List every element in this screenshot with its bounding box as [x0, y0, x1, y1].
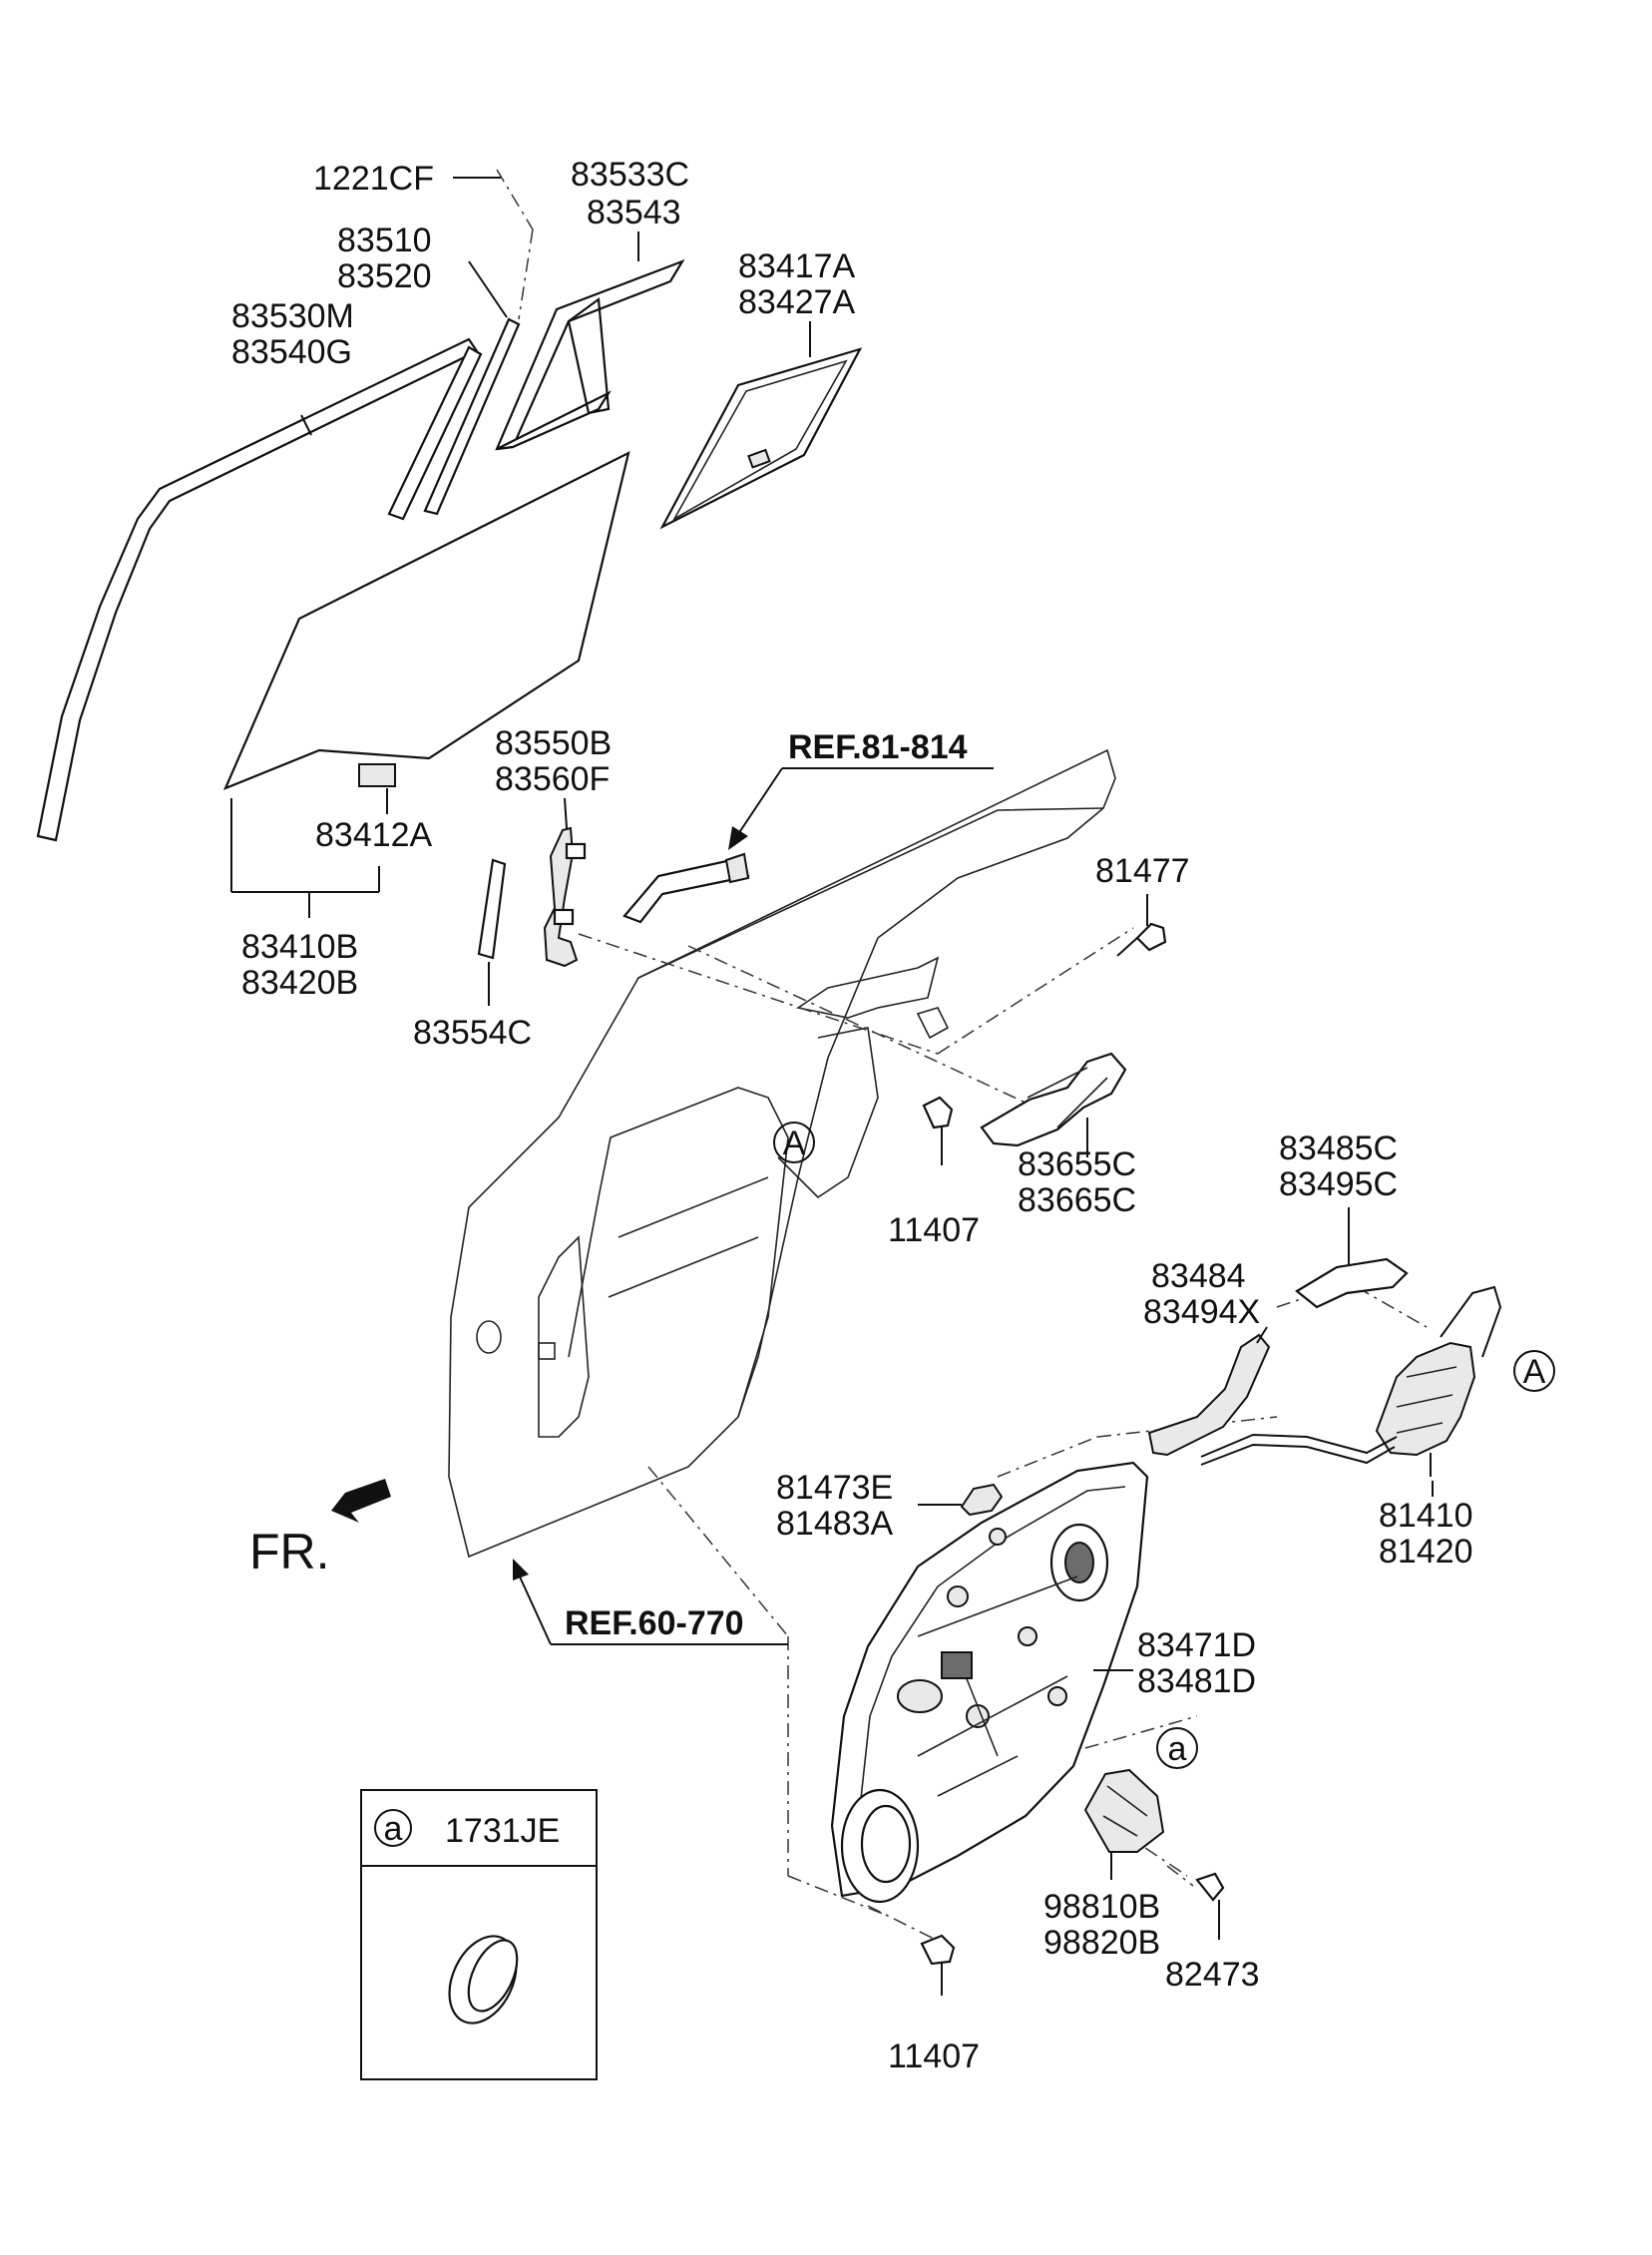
label-83530M: 83530M — [231, 297, 354, 335]
label-83543: 83543 — [587, 194, 681, 231]
channel-83554C — [477, 858, 507, 960]
label-83417A: 83417A — [738, 247, 856, 285]
ref-60-770-label: REF.60-770 — [565, 1604, 744, 1642]
inside-handle-83655C — [980, 1052, 1127, 1147]
label-11407-lower: 11407 — [888, 2037, 980, 2075]
door-shell — [448, 748, 1116, 1559]
label-83665C: 83665C — [1018, 1181, 1136, 1219]
bolt-82473 — [1195, 1872, 1225, 1902]
bolt-11407-upper — [922, 1096, 954, 1165]
callout-A-text-2: A — [1523, 1353, 1546, 1391]
label-98810B: 98810B — [1043, 1888, 1160, 1926]
label-81483A: 81483A — [776, 1505, 894, 1543]
frame-83533C — [495, 258, 685, 451]
ref-81-814-arrow — [728, 767, 994, 850]
callout-a-module: a — [1156, 1727, 1198, 1769]
outside-handle — [622, 852, 750, 924]
callout-A-door: A — [773, 1122, 815, 1163]
bolt-11407-lower — [920, 1934, 956, 1996]
bolt-81477 — [1116, 922, 1167, 957]
label-81410: 81410 — [1379, 1497, 1473, 1535]
label-82473: 82473 — [1165, 1956, 1260, 1994]
label-83540G: 83540G — [231, 333, 352, 371]
front-direction: FR. — [249, 1479, 391, 1579]
legend-key: a — [384, 1810, 403, 1848]
bracket-83484 — [1147, 1333, 1271, 1457]
ref-60-770-arrow — [513, 1559, 788, 1645]
part-labels: 1221CF 83533C 83543 83510 83520 83417A 8… — [231, 156, 1473, 2075]
label-11407-upper: 11407 — [888, 1211, 980, 1249]
front-label: FR. — [249, 1524, 330, 1579]
label-83485C: 83485C — [1279, 1129, 1398, 1167]
label-83510: 83510 — [337, 222, 432, 259]
door-module-83471D — [830, 1461, 1149, 1904]
window-motor-98810B — [1083, 1768, 1165, 1853]
sash-bracket-83550B — [543, 826, 587, 968]
clip-81473E — [960, 1483, 1004, 1517]
handle-cap-83485C — [1295, 1257, 1409, 1309]
label-83412A: 83412A — [315, 816, 433, 854]
label-98820B: 98820B — [1043, 1924, 1160, 1962]
label-83554C: 83554C — [413, 1014, 532, 1052]
label-81473E: 81473E — [776, 1469, 893, 1507]
door-glass-83410B — [222, 450, 630, 791]
label-83495C: 83495C — [1279, 1165, 1398, 1203]
quarter-glass-83417A — [659, 347, 863, 530]
glass-clip-83412A — [358, 763, 396, 787]
label-81477: 81477 — [1095, 852, 1190, 890]
door-latch-81410 — [1200, 1285, 1502, 1477]
callout-a-text: a — [1168, 1730, 1187, 1768]
leader-lines — [230, 177, 1434, 1940]
label-83410B: 83410B — [241, 928, 358, 966]
label-83494X: 83494X — [1143, 1293, 1260, 1331]
guide-lines — [496, 169, 1428, 1947]
label-81420: 81420 — [1379, 1533, 1473, 1571]
label-83427A: 83427A — [738, 283, 856, 321]
ref-81-814-label: REF.81-814 — [788, 728, 968, 766]
label-83560F: 83560F — [495, 760, 610, 798]
callout-A-text: A — [783, 1125, 806, 1162]
label-83655C: 83655C — [1018, 1145, 1136, 1183]
channel-83510 — [387, 317, 521, 521]
legend-part-number: 1731JE — [445, 1812, 560, 1850]
label-83484: 83484 — [1151, 1257, 1246, 1295]
label-83533C: 83533C — [571, 156, 689, 194]
label-83550B: 83550B — [495, 724, 612, 762]
label-83520: 83520 — [337, 257, 432, 295]
label-1221CF: 1221CF — [313, 160, 434, 198]
callout-A-latch: A — [1513, 1350, 1555, 1392]
legend-box: a 1731JE — [360, 1789, 598, 2080]
label-83481D: 83481D — [1137, 1662, 1256, 1700]
label-83420B: 83420B — [241, 964, 358, 1002]
label-83471D: 83471D — [1137, 1626, 1256, 1664]
